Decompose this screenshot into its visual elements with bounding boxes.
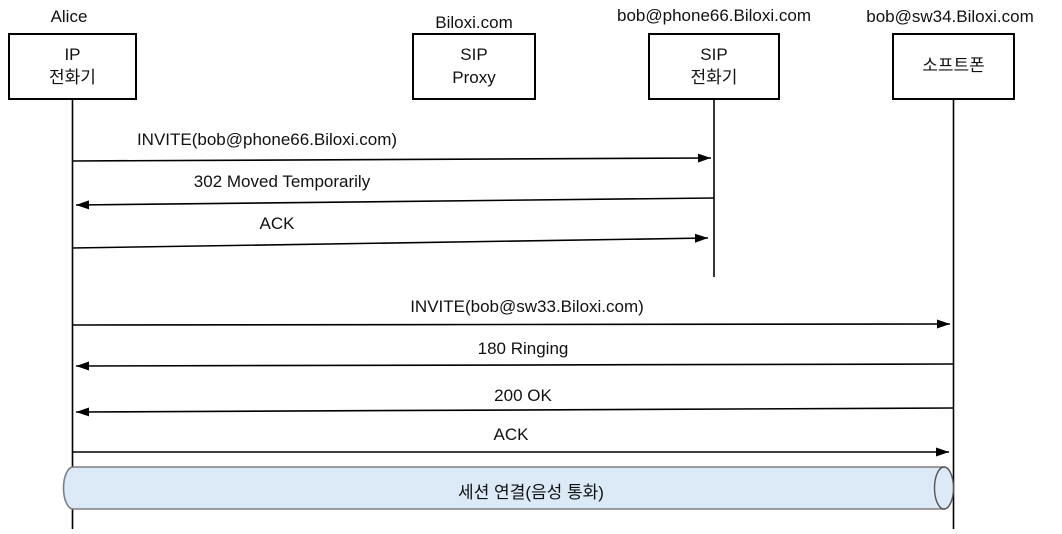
message-label-invite-phone66: INVITE(bob@phone66.Biloxi.com) — [136, 130, 398, 149]
message-label-ack-2: ACK — [493, 425, 529, 444]
actor-box-sip-phone: SIP 전화기 — [648, 33, 780, 100]
message-label-ack-1: ACK — [259, 214, 295, 233]
actor-box-ip-phone: IP 전화기 — [8, 33, 137, 100]
session-pipe-right-cap — [933, 466, 955, 510]
arrow-ack-1 — [71, 233, 709, 249]
actor-label-biloxi-proxy: Biloxi.com — [435, 13, 513, 32]
arrow-200-ok — [75, 407, 954, 417]
arrow-invite-sw33 — [71, 319, 951, 329]
message-label-302-moved-temporarily: 302 Moved Temporarily — [193, 172, 371, 191]
actor-box-sip-proxy: SIP Proxy — [412, 33, 536, 100]
arrow-302-moved-temporarily — [75, 197, 715, 210]
arrow-180-ringing — [75, 361, 954, 371]
actor-label-bob-sw34: bob@sw34.Biloxi.com — [866, 7, 1034, 26]
actor-label-alice: Alice — [50, 7, 88, 26]
actor-box-softphone: 소프트폰 — [892, 33, 1015, 100]
arrow-invite-phone66 — [71, 153, 712, 163]
message-label-invite-sw33: INVITE(bob@sw33.Biloxi.com) — [410, 297, 644, 316]
actor-label-bob-phone66: bob@phone66.Biloxi.com — [617, 6, 811, 25]
message-label-200-ok: 200 OK — [494, 386, 552, 405]
session-pipe-label: 세션 연결(음성 통화) — [458, 483, 604, 502]
session-pipe-body — [62, 466, 945, 510]
message-label-180-ringing: 180 Ringing — [477, 339, 569, 358]
